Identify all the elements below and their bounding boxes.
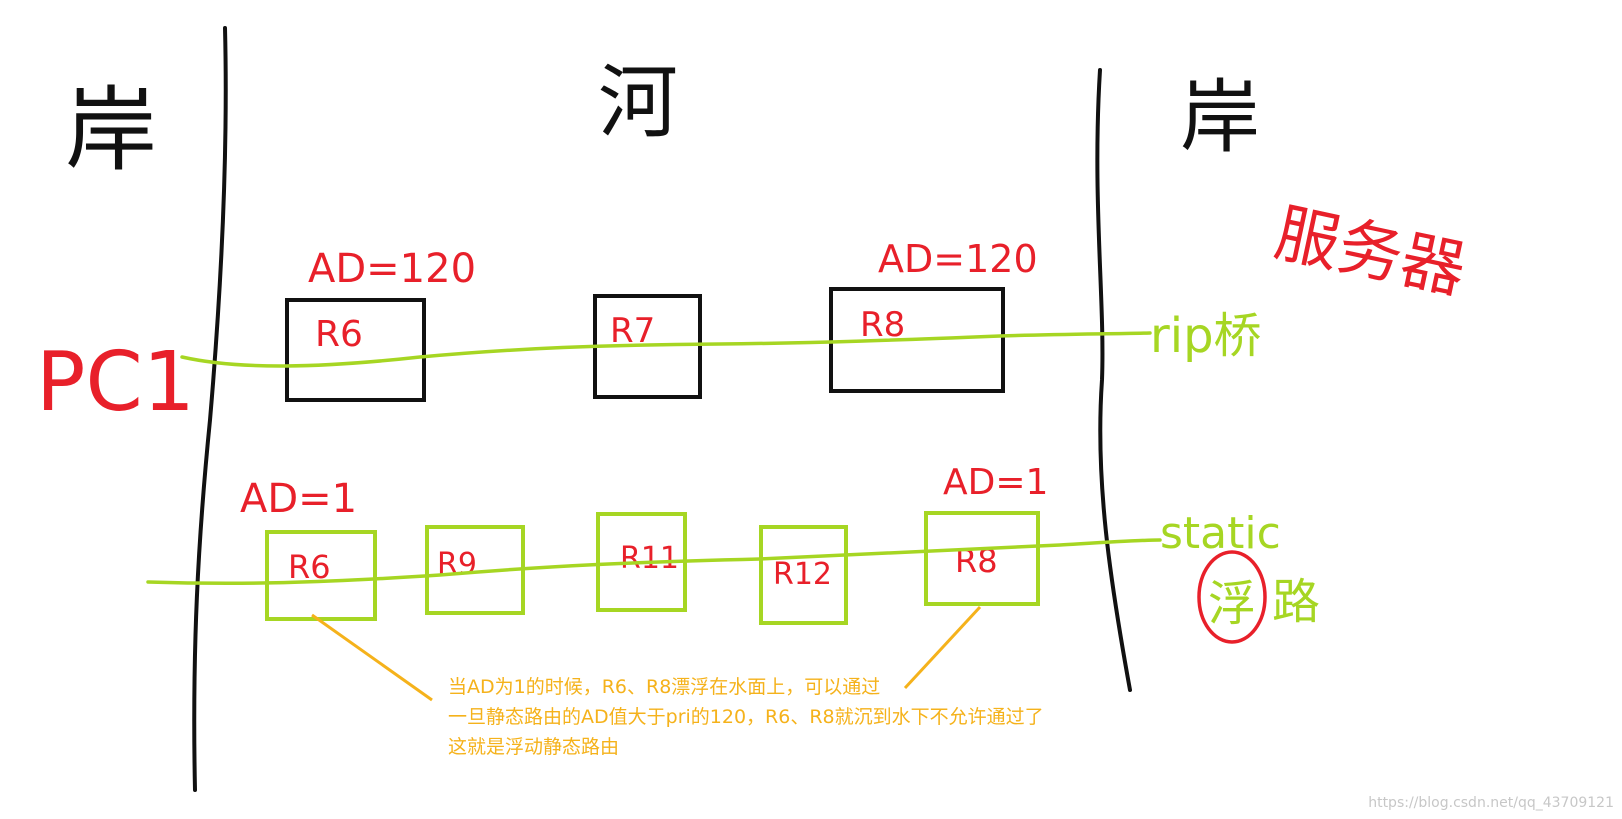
pc-label: PC1 <box>36 335 195 430</box>
caption-line-1: 当AD为1的时候，R6、R8漂浮在水面上，可以通过 <box>448 676 881 698</box>
server-label: 服务器 <box>1269 196 1472 308</box>
watermark-text: https://blog.csdn.net/qq_43709121 <box>1368 795 1614 811</box>
caption-line-3: 这就是浮动静态路由 <box>448 736 620 758</box>
right-riverbank-line <box>1095 68 1132 692</box>
router-box-r6-top <box>285 298 426 402</box>
router-box-r6-bottom <box>265 530 377 621</box>
river-label: 河 <box>598 56 678 149</box>
left-riverbank-line <box>192 26 228 792</box>
caption-block: 当AD为1的时候，R6、R8漂浮在水面上，可以通过 一旦静态路由的AD值大于pr… <box>448 672 1044 762</box>
router-label-r12-bottom: R12 <box>773 557 832 592</box>
caption-line-2: 一旦静态路由的AD值大于pri的120，R6、R8就沉到水下不允许通过了 <box>448 706 1044 728</box>
ad-label-r6-top: AD=120 <box>308 246 476 292</box>
right-bank-label: 岸 <box>1180 71 1260 164</box>
left-bank-label: 岸 <box>65 77 157 184</box>
router-box-r8-top <box>829 287 1005 393</box>
router-label-r6-top: R6 <box>315 314 363 355</box>
caption-connector-left <box>311 613 433 702</box>
float-label: 浮 <box>1208 576 1256 632</box>
static-route-label: static <box>1160 508 1281 559</box>
router-label-r11-bottom: R11 <box>620 541 679 576</box>
rip-route-line <box>180 331 1152 368</box>
caption-connector-right <box>903 605 982 690</box>
router-box-r12-bottom <box>759 525 848 625</box>
rip-route-label: rip桥 <box>1150 308 1262 364</box>
ad-label-r6-bottom: AD=1 <box>240 476 357 522</box>
router-label-r9-bottom: R9 <box>437 547 477 582</box>
ad-label-r8-bottom: AD=1 <box>943 462 1048 503</box>
float-highlight-circle <box>1197 550 1267 644</box>
ad-label-r8-top: AD=120 <box>878 237 1038 281</box>
router-box-r8-bottom <box>924 511 1040 606</box>
static-route-line <box>146 538 1162 586</box>
road-label: 路 <box>1272 574 1320 630</box>
